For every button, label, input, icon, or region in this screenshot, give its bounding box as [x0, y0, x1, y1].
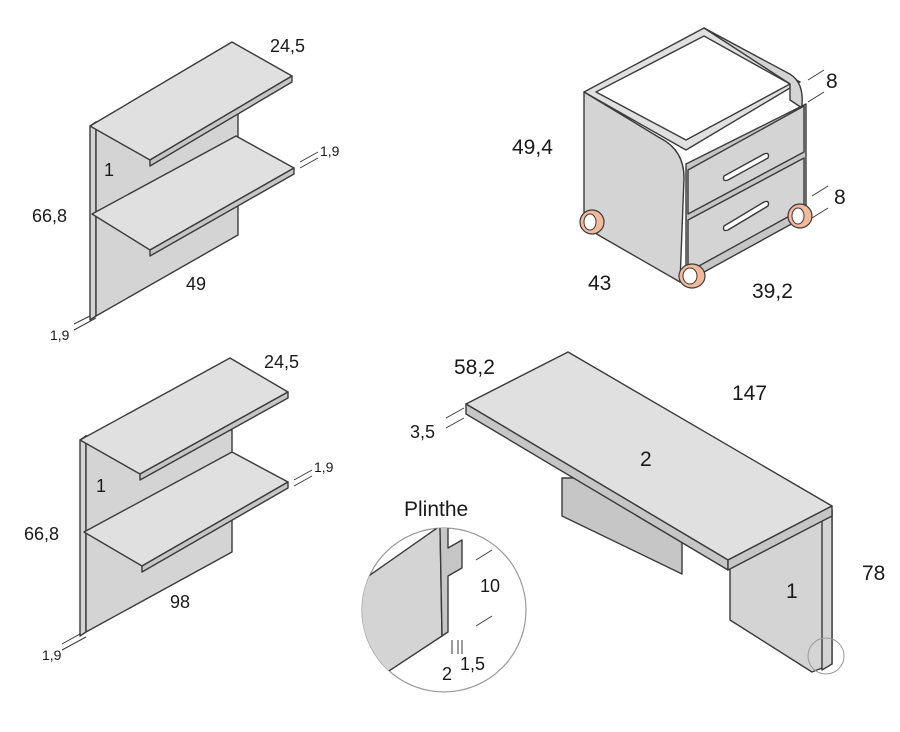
plinthe-offset-a-label: 2: [442, 664, 452, 684]
desk-top-thickness-label: 3,5: [410, 422, 435, 442]
shelf-thickness-tick-b: [299, 157, 319, 169]
shelf-bottom-shelf-thickness-label: 1,9: [314, 459, 334, 475]
shelf-bottom-height-label: 66,8: [24, 524, 59, 544]
drawer-rim-label: 8: [826, 70, 838, 93]
drawer-height-label: 49,4: [512, 136, 553, 159]
side-thickness-tick-b: [61, 636, 87, 651]
drawer-wheel-label: 8: [834, 186, 846, 209]
shelf-thickness-tick-b: [293, 475, 313, 487]
shelf-bottom-width-label: 24,5: [264, 352, 299, 372]
wheel-tick-b: [811, 207, 829, 219]
plinthe-offset-b-label: 1,5: [460, 654, 485, 674]
desk-depth-label: 58,2: [454, 356, 495, 379]
shelf-bottom-length-label: 98: [170, 592, 190, 612]
lower-shelf-front: [149, 167, 295, 257]
side-panel-edge: [79, 435, 87, 637]
desk-top-part-number: 2: [640, 448, 652, 471]
side-thickness-tick-b: [73, 317, 97, 331]
drawer-unit: [579, 27, 829, 289]
upper-shelf-front: [149, 75, 293, 167]
desk-height-label: 78: [862, 562, 885, 585]
plinthe-height-tick-a: [475, 549, 493, 561]
shelf-top-part-number: 1: [104, 160, 114, 180]
plinthe-height-tick-b: [475, 615, 493, 627]
desk: [445, 351, 845, 675]
shelf-top-side-thickness-label: 1,9: [50, 327, 70, 343]
shelf-bottom-side-thickness-label: 1,9: [42, 647, 62, 663]
plinthe-detail: [361, 527, 527, 693]
top-thickness-tick-b: [445, 417, 465, 429]
desk-leg-edge: [821, 509, 833, 671]
shelf-top-width-label: 24,5: [270, 36, 305, 56]
plinth-detail-marker: [807, 637, 845, 675]
drawer-bottom-handle: [722, 200, 770, 232]
drawer-top-handle: [722, 152, 770, 182]
rim-tick-a: [807, 69, 825, 81]
upper-shelf-front: [139, 391, 289, 481]
side-thickness-tick-a: [73, 315, 91, 325]
side-thickness-tick-a: [61, 633, 81, 645]
lower-shelf-front: [141, 481, 289, 573]
desk-leg-part-number: 1: [786, 580, 798, 603]
drawer-top-front: [687, 105, 805, 215]
side-panel-edge: [89, 121, 97, 321]
shelf-top-height-label: 66,8: [32, 206, 67, 226]
drawer-width-label: 43: [588, 272, 611, 295]
top-thickness-tick-a: [445, 407, 465, 419]
wheel-right: [787, 203, 813, 229]
drawer-unit-rim: [703, 27, 803, 109]
shelf-thickness-tick-a: [299, 151, 319, 163]
shelf-unit-long: [61, 357, 313, 651]
rim-tick-b: [807, 91, 825, 103]
desk-length-label: 147: [732, 382, 767, 405]
desk-top-side-edge: [727, 505, 833, 571]
drawer-depth-label: 39,2: [752, 280, 793, 303]
drawer-unit-side: [583, 91, 685, 283]
shelf-unit-short: [73, 41, 319, 331]
shelf-bottom-part-number: 1: [96, 476, 106, 496]
shelf-top-length-label: 49: [186, 274, 206, 294]
plinthe-height-label: 10: [480, 576, 500, 596]
plinthe-title: Plinthe: [404, 498, 468, 521]
wheel-front: [678, 263, 706, 289]
wheel-left: [579, 209, 605, 235]
shelf-top-shelf-thickness-label: 1,9: [320, 143, 340, 159]
shelf-thickness-tick-a: [293, 469, 313, 481]
wheel-tick-a: [811, 185, 829, 197]
plinthe-edge-profile: [439, 528, 463, 637]
